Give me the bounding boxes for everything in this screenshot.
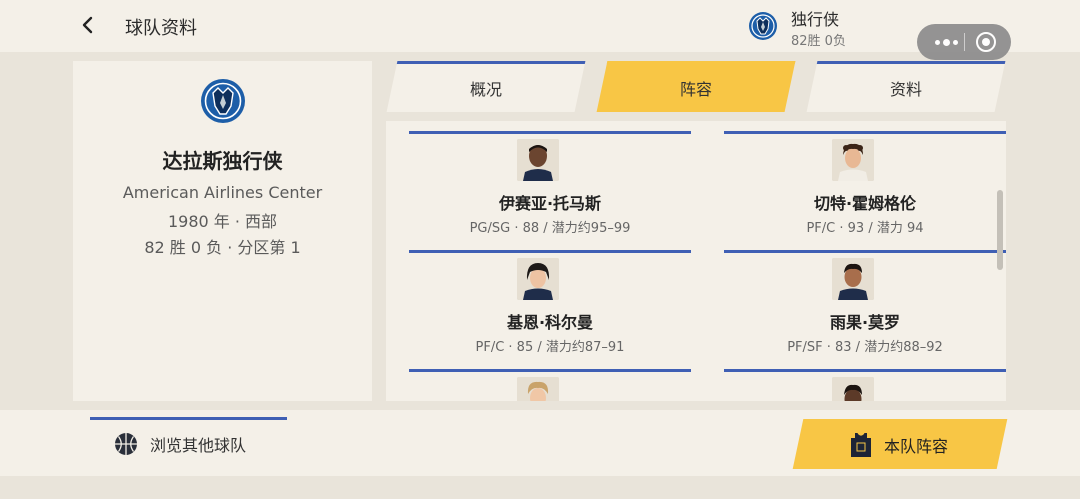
player-card[interactable]: 雨果·莫罗 PF/SF · 83 / 潜力约88–92 [724, 250, 1006, 362]
mavericks-logo-icon [749, 12, 777, 40]
more-options-icon[interactable] [931, 33, 961, 51]
player-name: 切特·霍姆格伦 [813, 194, 917, 213]
player-name: 基恩·科尔曼 [506, 313, 594, 332]
player-avatar [832, 258, 874, 300]
browse-teams-label: 浏览其他球队 [150, 436, 247, 455]
tab-profile[interactable]: 资料 [806, 61, 1006, 112]
team-name-small: 独行侠 [791, 10, 840, 29]
team-name: 达拉斯独行侠 [162, 149, 283, 173]
player-avatar [517, 377, 559, 401]
team-info-panel: 达拉斯独行侠 American Airlines Center 1980 年 ·… [73, 61, 372, 401]
player-info: PF/C · 85 / 潜力约87–91 [475, 340, 625, 355]
close-program-icon[interactable] [976, 32, 996, 52]
tab-profile-label: 资料 [889, 80, 922, 99]
mavericks-logo-icon [201, 79, 245, 123]
team-roster-label: 本队阵容 [884, 437, 949, 456]
tab-roster-label: 阵容 [679, 80, 712, 99]
player-avatar [517, 139, 559, 181]
player-card[interactable] [724, 369, 1006, 401]
tab-overview[interactable]: 概况 [386, 61, 586, 112]
player-avatar [832, 377, 874, 401]
browse-teams-button[interactable]: 浏览其他球队 [114, 431, 246, 457]
mini-program-capsule [917, 24, 1011, 60]
roster-grid[interactable]: 伊赛亚·托马斯 PG/SG · 88 / 潜力约95–99 切特·霍姆格伦 PF… [386, 121, 1006, 401]
player-name: 雨果·莫罗 [829, 313, 901, 332]
player-card[interactable]: 伊赛亚·托马斯 PG/SG · 88 / 潜力约95–99 [409, 131, 691, 243]
team-record: 82 胜 0 负 · 分区第 1 [144, 238, 301, 257]
page-title: 球队资料 [125, 18, 197, 39]
team-roster-button[interactable]: 本队阵容 [792, 419, 1008, 469]
player-card[interactable]: 基恩·科尔曼 PF/C · 85 / 潜力约87–91 [409, 250, 691, 362]
tab-overview-label: 概况 [469, 80, 502, 99]
player-avatar [832, 139, 874, 181]
browse-underline [90, 417, 287, 420]
jersey-icon [851, 432, 871, 457]
bottom-strip [0, 476, 1080, 499]
team-arena: American Airlines Center [122, 183, 323, 202]
header-bar: 球队资料 独行侠 82胜 0负 [0, 0, 1080, 60]
player-card[interactable]: 切特·霍姆格伦 PF/C · 93 / 潜力 94 [724, 131, 1006, 243]
player-card[interactable] [409, 369, 691, 401]
player-name: 伊赛亚·托马斯 [498, 194, 602, 213]
back-button[interactable] [76, 12, 100, 38]
footer-bar: 浏览其他球队 本队阵容 [0, 410, 1080, 476]
player-info: PF/SF · 83 / 潜力约88–92 [787, 340, 943, 355]
capsule-divider [964, 33, 965, 51]
team-record-small: 82胜 0负 [791, 34, 846, 49]
player-info: PG/SG · 88 / 潜力约95–99 [469, 221, 631, 236]
chevron-left-icon [82, 16, 93, 34]
player-info: PF/C · 93 / 潜力 94 [806, 221, 924, 236]
player-avatar [517, 258, 559, 300]
roster-scrollbar[interactable] [997, 190, 1003, 270]
basketball-icon [115, 433, 137, 455]
team-founded-conference: 1980 年 · 西部 [167, 212, 278, 231]
tab-roster[interactable]: 阵容 [596, 61, 796, 112]
